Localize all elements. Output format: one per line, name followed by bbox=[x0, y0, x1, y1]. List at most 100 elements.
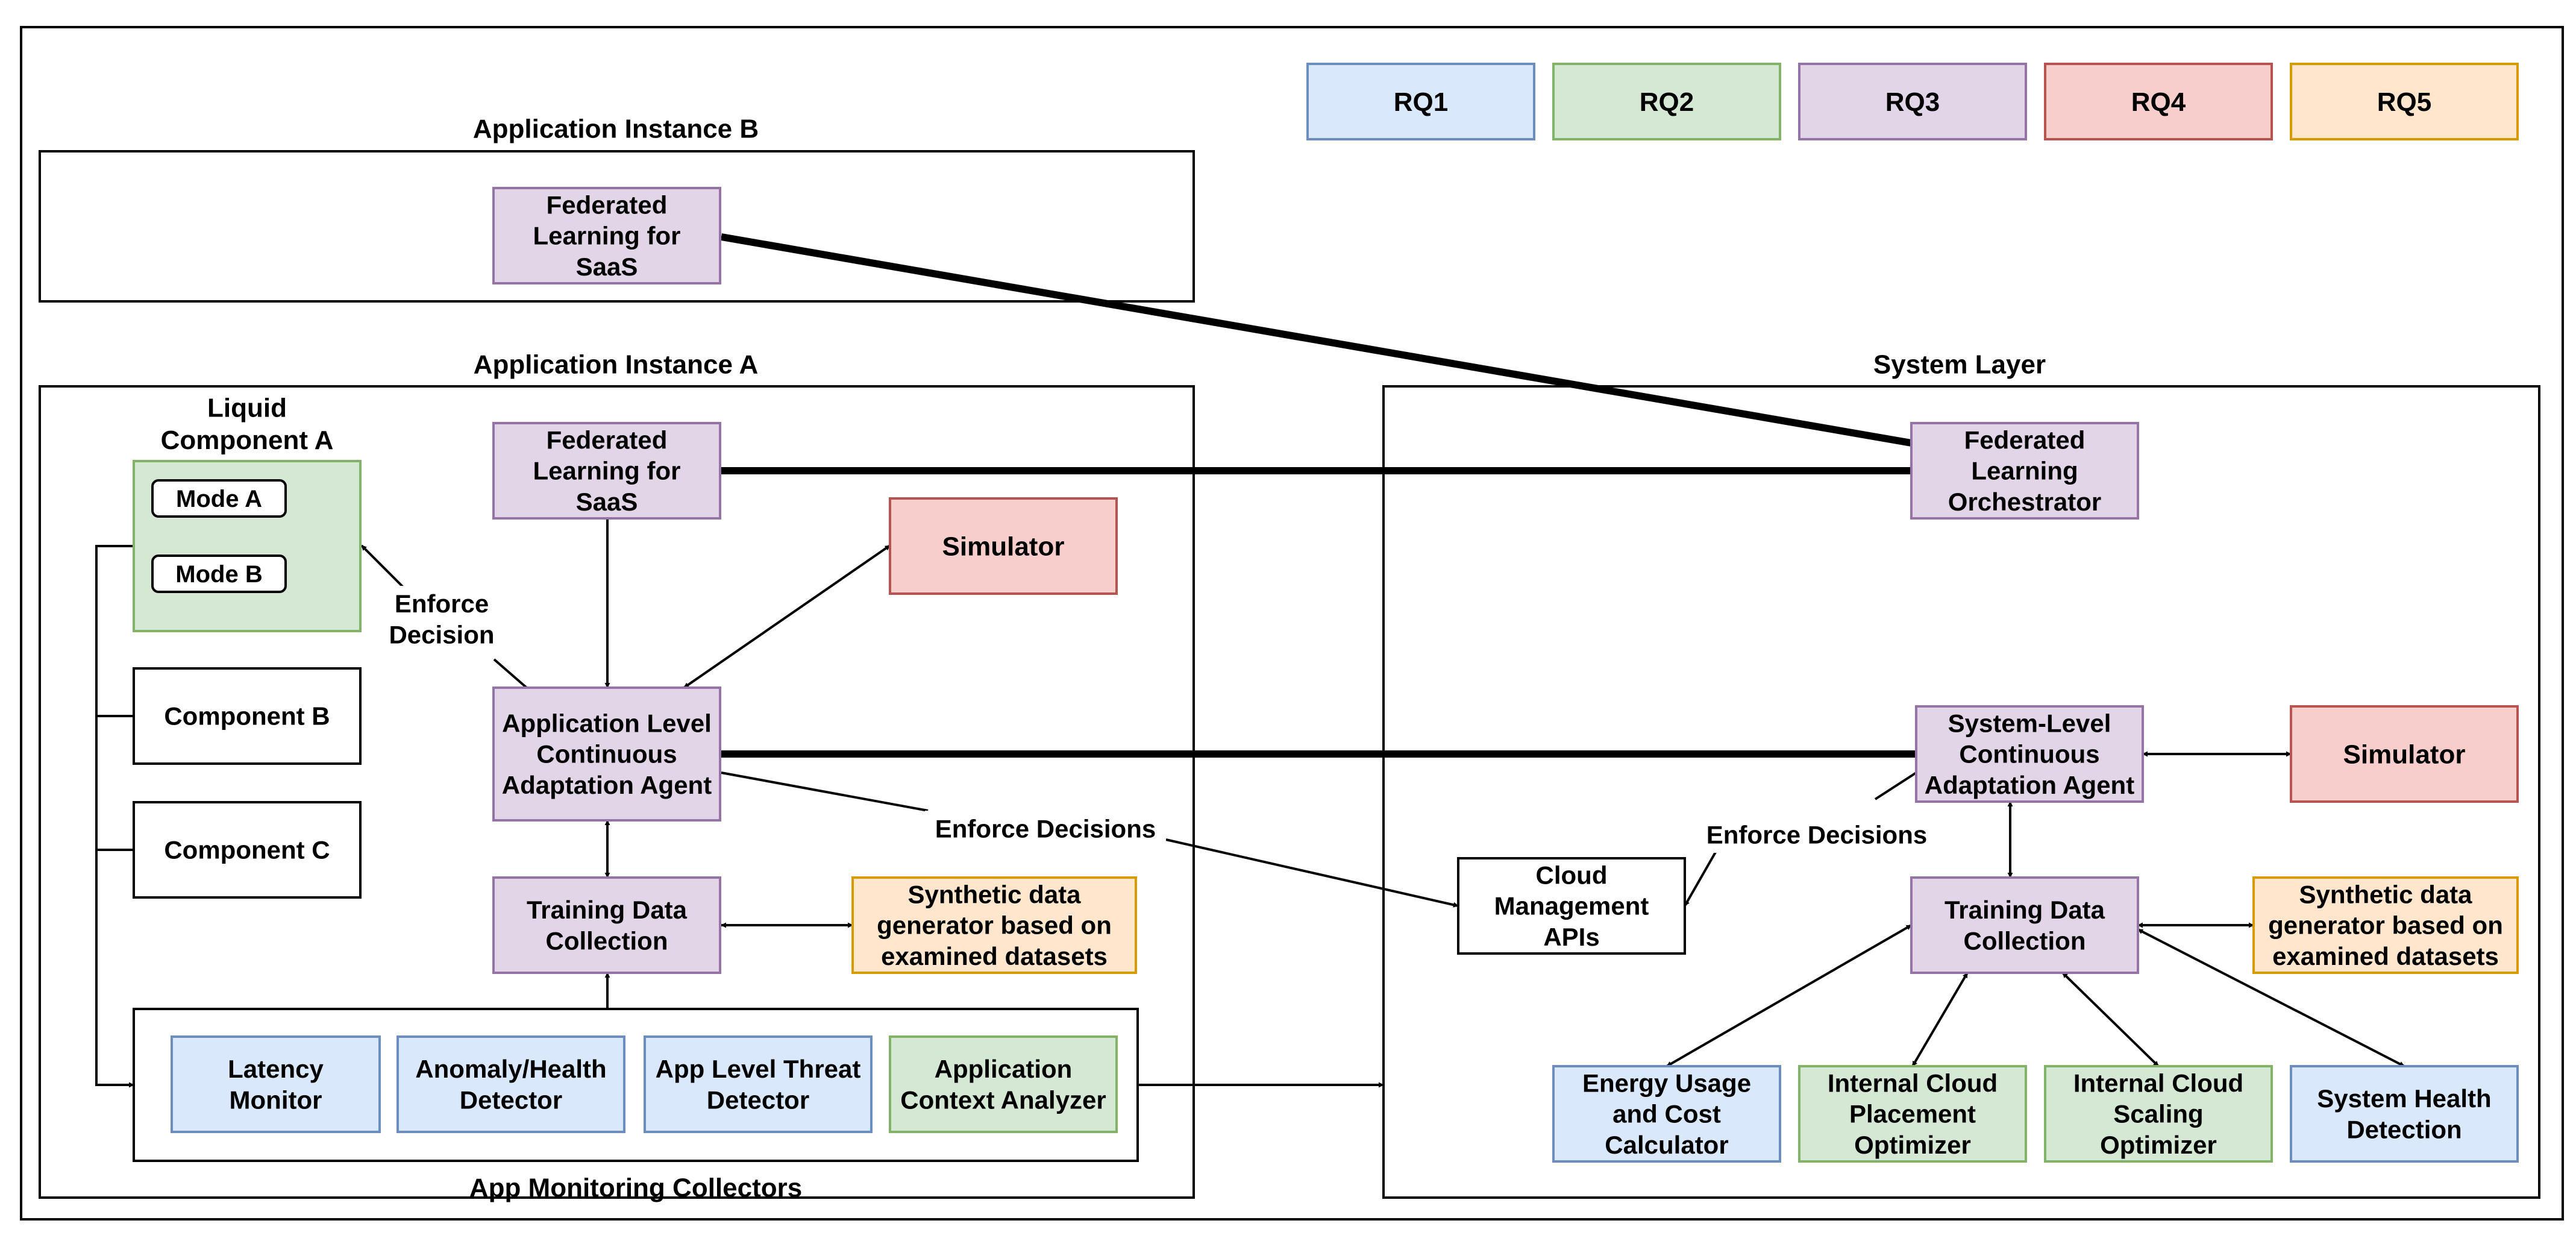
edge-system-agent-to-cloud-apis-b bbox=[1684, 843, 1722, 906]
legend-rq4-box bbox=[2044, 63, 2273, 140]
application-context-analyzer-box bbox=[889, 1035, 1118, 1133]
instance-a-simulator-box bbox=[889, 497, 1118, 595]
enforce-decisions-system-label-bg bbox=[1696, 817, 1937, 853]
outer-frame bbox=[20, 26, 2564, 1221]
instance-a-simulator[interactable]: Simulator bbox=[889, 497, 1118, 595]
system-layer-title: System Layer bbox=[1873, 350, 2046, 379]
system-layer-frame bbox=[1382, 385, 2540, 1199]
legend-rq1[interactable]: RQ1 bbox=[1306, 63, 1535, 140]
cloud-management-apis-box bbox=[1457, 857, 1686, 955]
enforce-decisions-app-label-bg bbox=[925, 811, 1166, 847]
system-simulator[interactable]: Simulator bbox=[2290, 705, 2519, 803]
labels: Application Instance B Application Instan… bbox=[161, 114, 2046, 1202]
group-frames bbox=[20, 26, 2564, 1221]
edge-app-agent-to-cloud-apis bbox=[721, 771, 929, 812]
system-simulator-label: Simulator bbox=[2343, 740, 2466, 769]
mode-b-button[interactable]: Mode B bbox=[151, 555, 287, 593]
legend-rq3[interactable]: RQ3 bbox=[1798, 63, 2027, 140]
mode-a-button-box bbox=[151, 479, 287, 518]
legend-rq2-box bbox=[1552, 63, 1781, 140]
app-level-threat-detector-box bbox=[644, 1035, 873, 1133]
enforce-decisions-app-label: Enforce Decisions bbox=[935, 815, 1156, 843]
component-c[interactable]: Component C bbox=[133, 801, 362, 899]
component-c-box bbox=[133, 801, 362, 899]
legend-rq2-label: RQ2 bbox=[1640, 87, 1694, 117]
application-instance-b-title: Application Instance B bbox=[473, 114, 759, 143]
system-simulator-box bbox=[2290, 705, 2519, 803]
internal-cloud-scaling-optimizer-box bbox=[2044, 1065, 2273, 1163]
application-instance-a-frame bbox=[39, 385, 1195, 1199]
system-level-agent-box bbox=[1915, 705, 2144, 803]
system-health-detection-box bbox=[2290, 1065, 2519, 1163]
edge-training-to-placement bbox=[1911, 972, 1969, 1067]
edge-instance-b-fl-to-orchestrator bbox=[720, 233, 1913, 447]
legend-rq1-label: RQ1 bbox=[1394, 87, 1448, 117]
enforce-decision-label-bg bbox=[381, 586, 502, 652]
legend-rq4[interactable]: RQ4 bbox=[2044, 63, 2273, 140]
legend-rq5[interactable]: RQ5 bbox=[2290, 63, 2519, 140]
mode-b-button-box bbox=[151, 555, 287, 593]
edge-enforce-decisions-to-cloud-apis bbox=[1165, 838, 1459, 908]
app-monitoring-collectors-title: App Monitoring Collectors bbox=[469, 1173, 802, 1202]
internal-cloud-placement-optimizer-box bbox=[1798, 1065, 2027, 1163]
legend-rq3-box bbox=[1798, 63, 2027, 140]
legend-rq4-label: RQ4 bbox=[2131, 87, 2186, 117]
edge-training-to-energy bbox=[1666, 924, 1912, 1067]
component-b-box bbox=[133, 667, 362, 765]
edge-enforce-decision-arrow bbox=[360, 544, 411, 595]
legend-rq1-box bbox=[1306, 63, 1535, 140]
edge-enforce-decision-to-liquid bbox=[493, 658, 528, 689]
enforce-decisions-system-label: Enforce Decisions bbox=[1706, 821, 1927, 849]
mode-a-button[interactable]: Mode A bbox=[151, 479, 287, 518]
legend-rq5-label: RQ5 bbox=[2377, 87, 2431, 117]
mode-a-button-label: Mode A bbox=[176, 486, 262, 512]
component-b[interactable]: Component B bbox=[133, 667, 362, 765]
connections bbox=[95, 233, 2405, 1088]
application-instance-a-title: Application Instance A bbox=[474, 350, 759, 379]
federated-learning-orchestrator-box bbox=[1910, 422, 2139, 520]
anomaly-health-detector-box bbox=[396, 1035, 625, 1133]
legend-rq2[interactable]: RQ2 bbox=[1552, 63, 1781, 140]
component-b-label: Component B bbox=[164, 702, 330, 730]
app-monitoring-collectors-frame bbox=[133, 1008, 1139, 1162]
system-synthetic-generator-box bbox=[2252, 876, 2519, 974]
component-c-label: Component C bbox=[164, 836, 330, 864]
latency-monitor-box bbox=[171, 1035, 381, 1133]
